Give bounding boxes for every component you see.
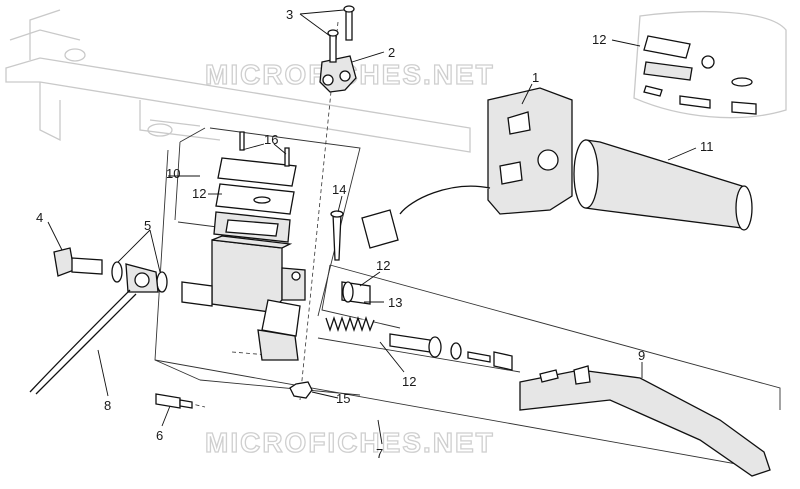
callout-labels: 3 2 1 11 12 4 5 10 12 16 14 12 13 12 15 … xyxy=(36,7,714,461)
callout-12-piston: 12 xyxy=(402,374,416,389)
callout-12-seal: 12 xyxy=(376,258,390,273)
brake-hose xyxy=(29,289,137,395)
callout-5: 5 xyxy=(144,218,151,233)
switch-housing xyxy=(361,87,573,249)
callout-11: 11 xyxy=(700,139,714,154)
callout-13: 13 xyxy=(388,295,402,310)
reservoir-cap-stack xyxy=(213,131,297,243)
handlebar-ghost xyxy=(5,9,471,153)
callout-14: 14 xyxy=(332,182,346,197)
leader-lines xyxy=(47,9,697,445)
callout-12-inset: 12 xyxy=(592,32,606,47)
callout-16: 16 xyxy=(264,132,278,147)
callout-10: 10 xyxy=(166,166,180,181)
watermark-bottom: MICROFICHES.NET xyxy=(205,427,495,458)
callout-6: 6 xyxy=(156,428,163,443)
callout-7: 7 xyxy=(376,446,383,461)
inset-detail xyxy=(633,11,787,119)
callout-9: 9 xyxy=(638,348,645,363)
brake-lever xyxy=(519,365,771,477)
callout-12-cap: 12 xyxy=(192,186,206,201)
callout-4: 4 xyxy=(36,210,43,225)
brake-switch xyxy=(155,393,193,409)
callout-3: 3 xyxy=(286,7,293,22)
upper-clamp xyxy=(319,5,357,93)
callout-8: 8 xyxy=(104,398,111,413)
master-cylinder xyxy=(181,235,306,361)
callout-2: 2 xyxy=(388,45,395,60)
pivot-pin xyxy=(289,210,344,399)
piston-assembly xyxy=(325,281,513,371)
callout-15: 15 xyxy=(336,391,350,406)
banjo-bolt xyxy=(53,247,168,293)
handlebar-grip xyxy=(573,139,753,231)
callout-1: 1 xyxy=(532,70,539,85)
